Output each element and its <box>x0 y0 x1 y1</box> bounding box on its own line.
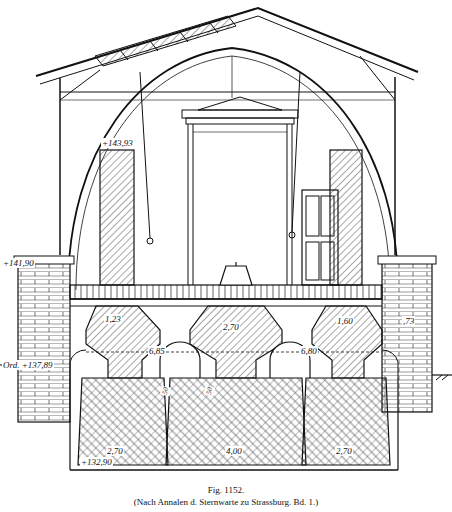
dimension-label: 6,85 <box>148 346 166 356</box>
figure-caption: Fig. 1152. <box>0 485 452 496</box>
central-frame <box>182 97 298 285</box>
dimension-label: 1,60 <box>336 316 354 326</box>
dimension-label: 1,23 <box>104 314 122 324</box>
dimension-label: 2,70 <box>335 446 353 456</box>
arches <box>70 342 398 378</box>
dimension-label: ,73 <box>402 316 415 326</box>
dimension-label: 4,00 <box>225 446 243 456</box>
dome-arch <box>68 48 398 290</box>
balcony <box>70 285 382 306</box>
dimension-label: 2,70 <box>106 446 124 456</box>
dimension-line <box>86 352 382 353</box>
foundations <box>70 378 398 470</box>
elevation-label: Ord. +137,89 <box>2 360 54 370</box>
elevation-label: +141,90 <box>2 258 35 268</box>
elevation-label: +143,93 <box>101 138 134 148</box>
dimension-label: 50 <box>160 386 171 397</box>
dimension-label: 2,70 <box>222 322 240 332</box>
dimension-label: 6,80 <box>300 346 318 356</box>
caption-source: (Nach Annalen d. Sternwarte zu Strassbur… <box>0 497 452 508</box>
piers <box>86 150 382 378</box>
dimension-label: 50 <box>204 386 215 397</box>
elevation-label: +132,90 <box>80 457 113 467</box>
